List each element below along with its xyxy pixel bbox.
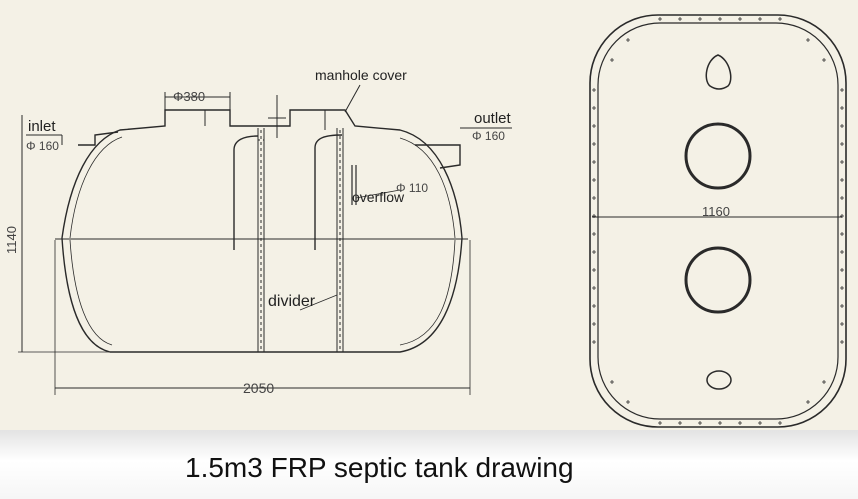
top-inner-rim	[597, 22, 839, 420]
bolt-mark	[592, 106, 596, 110]
width-dim-text: 1160	[702, 204, 730, 219]
caption-bar	[0, 430, 858, 499]
bolt-mark	[840, 124, 844, 128]
bolt-mark	[610, 380, 614, 384]
bolt-mark	[592, 304, 596, 308]
bolt-mark	[840, 340, 844, 344]
inlet-dim-text: Φ 160	[26, 139, 59, 153]
bolt-mark	[592, 286, 596, 290]
outlet-pipe	[415, 144, 461, 169]
bolt-mark	[840, 304, 844, 308]
divider-leader	[299, 294, 338, 311]
divider-rod-right	[336, 128, 344, 352]
bolt-mark	[658, 17, 662, 21]
bolt-mark	[738, 421, 742, 425]
bolt-mark	[592, 268, 596, 272]
bolt-mark	[806, 38, 810, 42]
bolt-mark	[840, 286, 844, 290]
top-vent-lower	[706, 370, 732, 390]
bolt-mark	[592, 214, 596, 218]
bolt-mark	[840, 196, 844, 200]
bolt-mark	[626, 38, 630, 42]
bolt-mark	[758, 421, 762, 425]
bolt-mark	[718, 17, 722, 21]
bolt-mark	[840, 250, 844, 254]
bolt-mark	[822, 380, 826, 384]
outlet-dim-text: Φ 160	[472, 129, 505, 143]
tank-body-outline	[61, 109, 463, 353]
bolt-mark	[678, 17, 682, 21]
top-outer-rim	[589, 14, 847, 428]
overflow-label: overflow	[352, 189, 405, 205]
inlet-baffle	[233, 135, 259, 250]
tank-inner-wall	[69, 136, 456, 346]
length-dim-text: 2050	[243, 380, 274, 396]
height-dim-text: 1140	[4, 226, 19, 254]
divider-label: divider	[268, 293, 316, 310]
inlet-pipe	[78, 131, 119, 146]
top-manhole-upper	[684, 122, 752, 190]
bolt-mark	[840, 322, 844, 326]
septic-tank-drawing: Φ380 manhole cover inlet Φ 160 outlet Φ …	[4, 14, 847, 428]
divider-rod-left	[257, 128, 265, 352]
bolt-mark	[822, 58, 826, 62]
bolt-mark	[626, 400, 630, 404]
bolt-mark	[592, 250, 596, 254]
bolt-mark	[778, 421, 782, 425]
top-view	[589, 14, 847, 428]
bolt-mark	[592, 322, 596, 326]
manhole-cover-leader	[344, 84, 361, 113]
bolt-mark	[658, 421, 662, 425]
inlet-label: inlet	[28, 118, 56, 135]
outlet-label: outlet	[474, 110, 512, 127]
bolt-mark	[840, 106, 844, 110]
bolt-mark	[806, 400, 810, 404]
bolt-mark	[610, 58, 614, 62]
bolt-mark	[592, 196, 596, 200]
top-vent-upper	[705, 54, 732, 90]
bolt-mark	[592, 142, 596, 146]
bolt-mark	[592, 340, 596, 344]
overflow-dim-text: Φ 110	[396, 181, 428, 195]
bolt-mark	[698, 17, 702, 21]
bolt-mark	[592, 160, 596, 164]
bolt-mark	[840, 160, 844, 164]
drawing-caption: 1.5m3 FRP septic tank drawing	[185, 452, 574, 483]
overflow-baffle	[314, 134, 343, 250]
bolt-mark	[592, 124, 596, 128]
bolt-mark	[592, 88, 596, 92]
bolt-mark	[778, 17, 782, 21]
bolt-mark	[840, 178, 844, 182]
manhole-cover-label: manhole cover	[315, 67, 407, 83]
side-view	[18, 84, 512, 395]
bolt-mark	[840, 232, 844, 236]
bolt-mark	[840, 142, 844, 146]
bolt-mark	[758, 17, 762, 21]
bolt-mark	[738, 17, 742, 21]
bolt-mark	[592, 178, 596, 182]
bolt-mark	[840, 268, 844, 272]
bolt-mark	[698, 421, 702, 425]
top-manhole-lower	[684, 246, 752, 314]
bolt-mark	[678, 421, 682, 425]
bolt-mark	[840, 214, 844, 218]
manhole-dim-text: Φ380	[173, 89, 205, 104]
bolt-mark	[840, 88, 844, 92]
bolt-mark	[718, 421, 722, 425]
overflow-leader	[355, 189, 401, 199]
rim-bolts	[592, 17, 844, 425]
bolt-mark	[592, 232, 596, 236]
